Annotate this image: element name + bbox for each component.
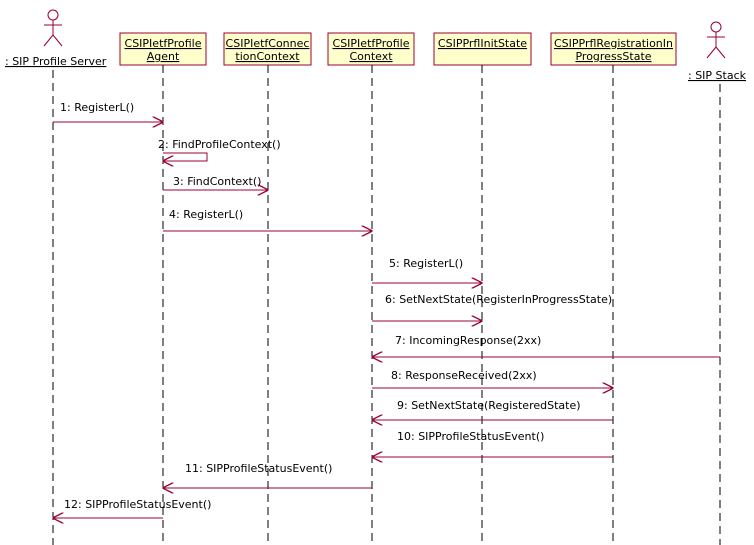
- message-9: 9: SetNextState(RegisteredState): [372, 399, 613, 420]
- object-label-line: CSIPIetfProfile: [125, 37, 202, 50]
- actor-sip-stack: : SIP Stack: [688, 21, 747, 82]
- message-label: 5: RegisterL(): [389, 257, 463, 270]
- object-box: [223, 32, 312, 66]
- object-label-line: Context: [349, 50, 393, 63]
- message-label: 3: FindContext(): [173, 175, 261, 188]
- message-label: 9: SetNextState(RegisteredState): [397, 399, 581, 412]
- message-10: 10: SIPProfileStatusEvent(): [372, 430, 613, 457]
- message-12: 12: SIPProfileStatusEvent(): [53, 498, 211, 518]
- message-1: 1: RegisterL(): [53, 101, 163, 122]
- object-box: [119, 32, 207, 66]
- message-8: 8: ResponseReceived(2xx): [372, 369, 613, 388]
- message-2: 2: FindProfileContext(): [158, 138, 281, 161]
- object-init-state: CSIPPrflInitState: [433, 32, 532, 66]
- object-box: [550, 32, 677, 66]
- object-box: [433, 32, 532, 66]
- message-label: 12: SIPProfileStatusEvent(): [64, 498, 211, 511]
- object-label-line: tionContext: [235, 50, 300, 63]
- stick-figure-icon: [43, 9, 63, 47]
- message-6: 6: SetNextState(RegisterInProgressState): [372, 293, 612, 321]
- object-label-line: CSIPPrflRegistrationIn: [554, 37, 673, 50]
- message-label: 7: IncomingResponse(2xx): [395, 334, 541, 347]
- stick-figure-icon: [706, 21, 726, 59]
- actor-sip-profile-server: : SIP Profile Server: [5, 9, 107, 68]
- message-3: 3: FindContext(): [163, 175, 268, 190]
- object-label-line: Agent: [147, 50, 180, 63]
- message-label: 2: FindProfileContext(): [158, 138, 281, 151]
- object-label-line: CSIPPrflInitState: [438, 37, 527, 50]
- message-label: 4: RegisterL(): [169, 208, 243, 221]
- object-label-line: CSIPIetfProfile: [333, 37, 410, 50]
- object-label-line: ProgressState: [575, 50, 651, 63]
- actor-label: : SIP Profile Server: [5, 55, 107, 68]
- message-5: 5: RegisterL(): [372, 257, 482, 283]
- message-label: 1: RegisterL(): [60, 101, 134, 114]
- actor-label: : SIP Stack: [688, 69, 747, 82]
- message-label: 10: SIPProfileStatusEvent(): [397, 430, 544, 443]
- object-label-line: CSIPIetfConnec: [226, 37, 310, 50]
- message-label: 11: SIPProfileStatusEvent(): [185, 462, 332, 475]
- message-label: 8: ResponseReceived(2xx): [391, 369, 537, 382]
- message-4: 4: RegisterL(): [163, 208, 372, 231]
- message-11: 11: SIPProfileStatusEvent(): [163, 462, 372, 488]
- self-message-arrow: [163, 152, 208, 161]
- object-box: [327, 32, 415, 66]
- message-label: 6: SetNextState(RegisterInProgressState): [385, 293, 612, 306]
- message-7: 7: IncomingResponse(2xx): [372, 334, 720, 357]
